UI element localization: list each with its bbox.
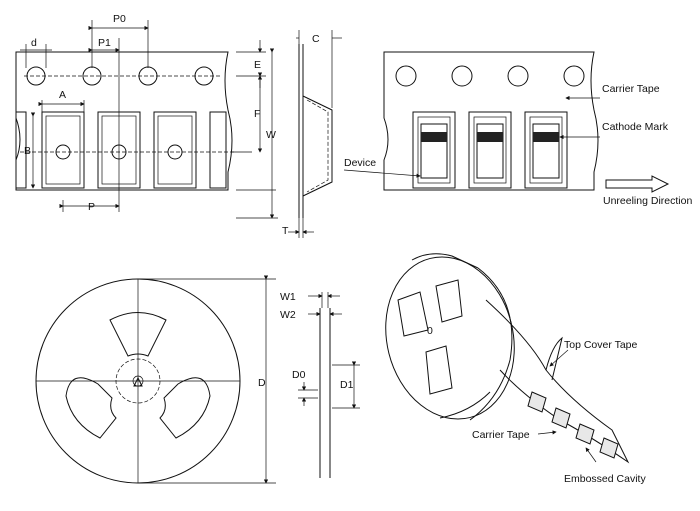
cavities (527, 391, 619, 459)
label-p0: P0 (113, 13, 126, 25)
label-f: F (254, 108, 260, 120)
label-embossed-cavity: Embossed Cavity (564, 473, 646, 485)
reel-side-view: W1 W2 D0 D1 (280, 291, 360, 478)
label-p: P (88, 201, 95, 213)
label-top-cover-tape: Top Cover Tape (564, 339, 638, 351)
label-a: A (59, 89, 66, 101)
label-d0: D0 (292, 369, 306, 381)
label-t: T (282, 225, 289, 237)
label-carrier-tape-top: Carrier Tape (602, 83, 660, 95)
label-device: Device (344, 157, 376, 169)
pockets (15, 111, 227, 189)
label-b: B (24, 145, 31, 157)
label-d1: D1 (340, 379, 354, 391)
label-reel-d: D (258, 377, 266, 389)
label-cathode-mark: Cathode Mark (602, 121, 669, 133)
reel-3d-view: 0 Top Cover Tape Carrier Tape Embossed C… (385, 253, 646, 485)
label-w: W (266, 129, 276, 141)
label-unreeling-direction: Unreeling Direction (603, 195, 692, 207)
tape-with-devices: Carrier Tape Cathode Mark Device Unreeli… (343, 51, 692, 207)
tape-side-view: C T (282, 30, 342, 238)
label-w1: W1 (280, 291, 296, 303)
label-hub: 0 (427, 325, 433, 337)
device-pockets (412, 111, 568, 189)
label-d: d (31, 37, 37, 49)
tape-plan-view: P0 P1 d E F W A B P (15, 13, 278, 219)
label-p1: P1 (98, 37, 111, 49)
label-e: E (254, 59, 261, 71)
label-c: C (312, 33, 320, 45)
label-carrier-tape-3d: Carrier Tape (472, 429, 530, 441)
label-w2: W2 (280, 309, 296, 321)
reel-front-view: D (35, 275, 276, 484)
